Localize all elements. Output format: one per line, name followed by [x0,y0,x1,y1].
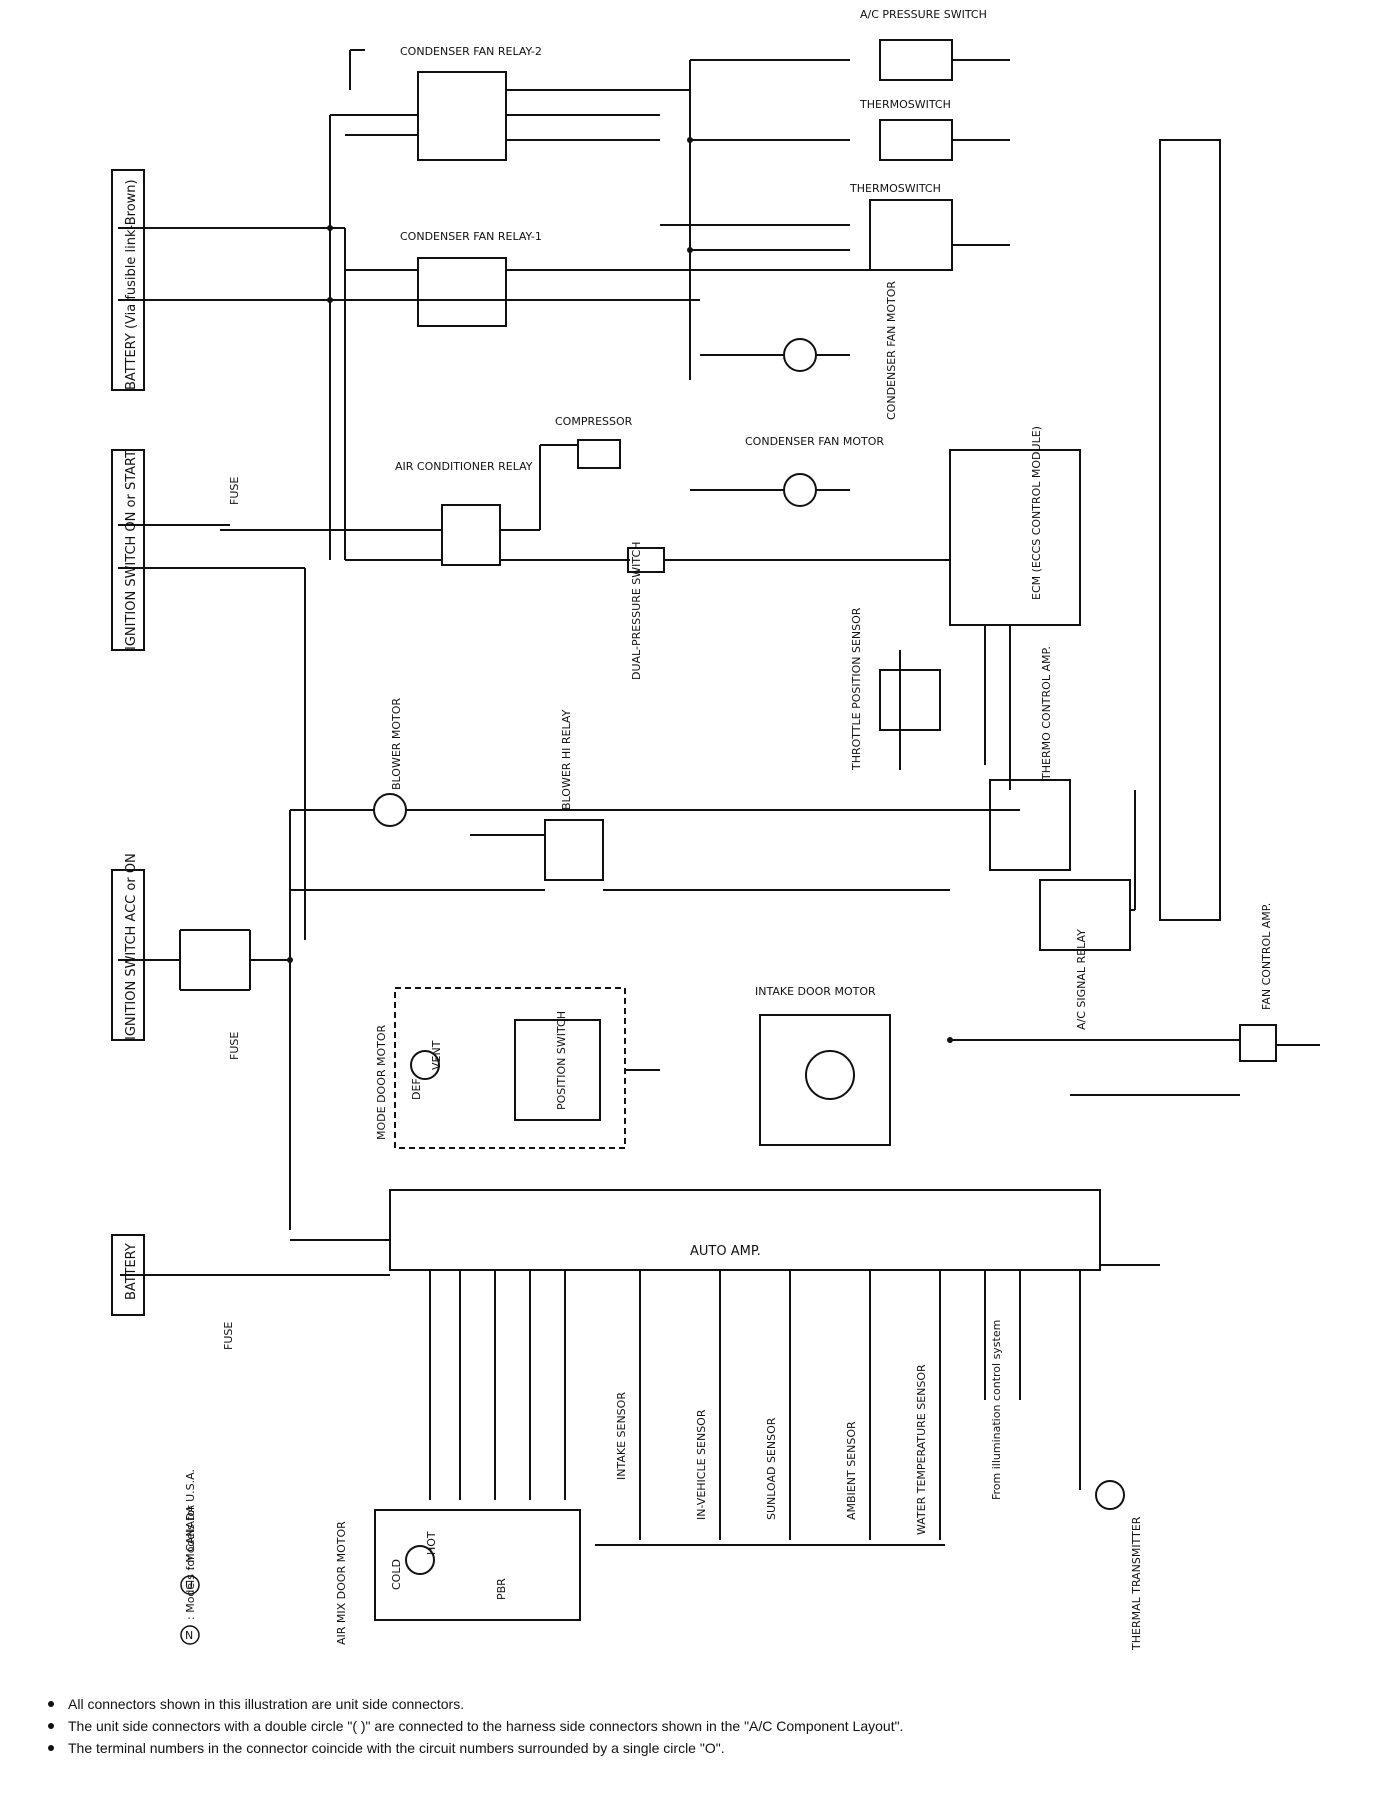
fuse-label-1: FUSE [228,477,241,505]
compressor-label: COMPRESSOR [555,415,633,428]
thermo-control-amp-label: THERMO CONTROL AMP. [1040,646,1053,781]
dual-pressure-switch-label: DUAL-PRESSURE SWITCH [630,542,643,680]
svg-text:N: N [185,1629,193,1642]
intake-door-motor-label: INTAKE DOOR MOTOR [755,985,876,998]
throttle-sensor-label: THROTTLE POSITION SENSOR [850,607,863,771]
condenser-fan-motor-b-label: CONDENSER FAN MOTOR [745,435,884,448]
svg-text:U: U [185,1579,193,1592]
fuse-label-3: FUSE [222,1322,235,1350]
ac-pressure-switch-label: A/C PRESSURE SWITCH [860,8,987,21]
condenser-relay-1-label: CONDENSER FAN RELAY-1 [400,230,542,243]
footnotes: All connectors shown in this illustratio… [44,1695,1364,1761]
sunload-sensor-label: SUNLOAD SENSOR [765,1417,778,1520]
ignition-start-label: IGNITION SWITCH ON or START [124,450,139,650]
blower-hi-relay-label: BLOWER HI RELAY [560,709,573,810]
fan-control-amp-label: FAN CONTROL AMP. [1260,903,1273,1010]
water-temp-sensor-label: WATER TEMPERATURE SENSOR [915,1364,928,1535]
vent-label: VENT [430,1040,443,1070]
air-mix-door-motor-label: AIR MIX DOOR MOTOR [335,1521,348,1645]
labels: BATTERY (Via fusible link-Brown) IGNITIO… [124,8,1273,1651]
condenser-relay-2-label: CONDENSER FAN RELAY-2 [400,45,542,58]
mode-door-motor-label: MODE DOOR MOTOR [375,1024,388,1140]
hot-label: HOT [425,1531,438,1555]
auto-amp-label: AUTO AMP. [690,1244,761,1259]
def-label: DEF [410,1078,423,1100]
intake-sensor-label: INTAKE SENSOR [615,1392,628,1480]
battery-label: BATTERY [124,1243,139,1300]
thermal-transmitter-label: THERMAL TRANSMITTER [1130,1516,1143,1651]
ac-signal-relay-label: A/C SIGNAL RELAY [1075,929,1088,1030]
note-1: All connectors shown in this illustratio… [44,1695,1364,1713]
thermoswitch-a-label: THERMOSWITCH [859,98,951,111]
battery-main-label: BATTERY (Via fusible link-Brown) [124,179,139,390]
fuse-label-2: FUSE [228,1032,241,1060]
model-legend: U : Models for U.S.A. N : Models for CAN… [180,1469,200,1645]
usa-symbol [180,1575,200,1595]
ac-relay-label: AIR CONDITIONER RELAY [395,460,533,473]
ambient-sensor-label: AMBIENT SENSOR [845,1421,858,1520]
ecm-label: ECM (ECCS CONTROL MODULE) [1030,426,1043,600]
note-2: The unit side connectors with a double c… [44,1717,1364,1735]
thermoswitch-b-label: THERMOSWITCH [849,182,941,195]
legend-usa: : Models for U.S.A. [184,1469,197,1570]
legend-canada: : Models for CANADA [184,1505,197,1620]
cold-label: COLD [390,1559,403,1590]
pbr-label: PBR [495,1578,508,1600]
wiring-diagram: BATTERY (Via fusible link-Brown) IGNITIO… [111,8,1320,1651]
condenser-fan-motor-a-label: CONDENSER FAN MOTOR [885,281,898,420]
in-vehicle-sensor-label: IN-VEHICLE SENSOR [695,1409,708,1520]
position-switch-label: POSITION SWITCH [555,1011,568,1110]
canada-symbol [180,1625,200,1645]
illumination-label: From illumination control system [990,1320,1003,1500]
blower-motor-label: BLOWER MOTOR [390,698,403,790]
ignition-acc-label: IGNITION SWITCH ACC or ON [124,853,139,1040]
note-3: The terminal numbers in the connector co… [44,1739,1364,1757]
